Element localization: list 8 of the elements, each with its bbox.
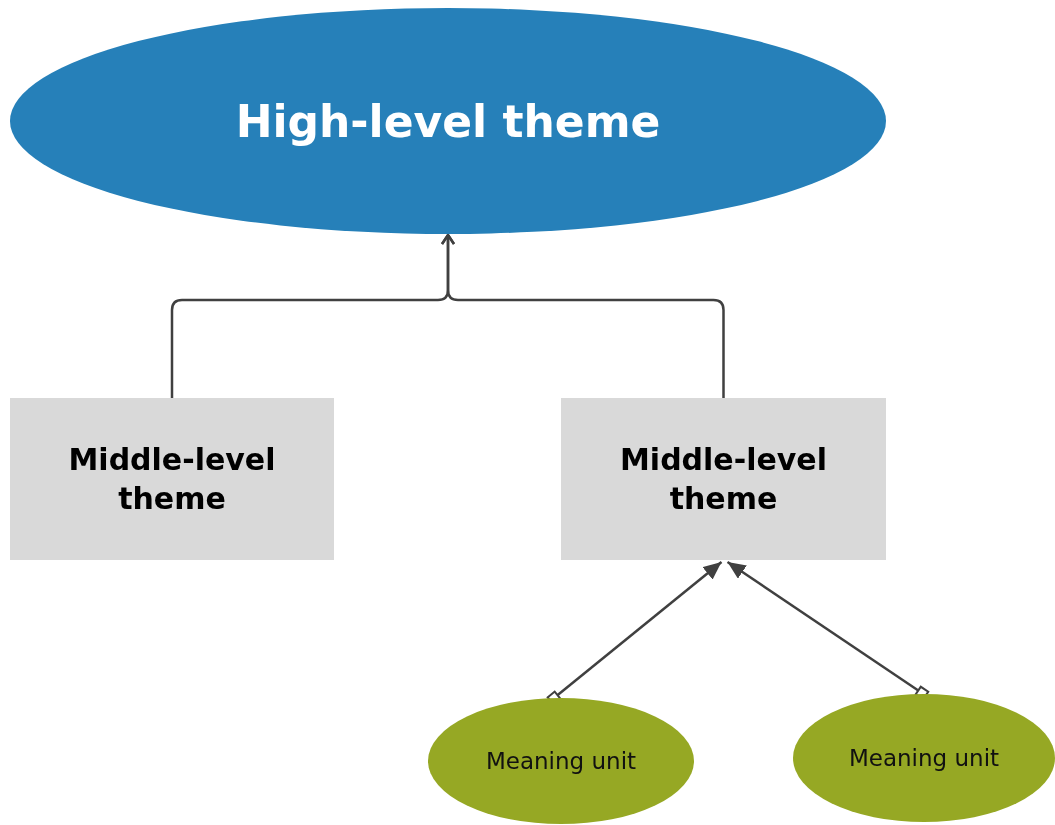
theme-box <box>10 398 334 560</box>
node-label: Middle-level theme <box>619 441 828 518</box>
arrow <box>440 233 725 398</box>
theme-box <box>561 398 886 560</box>
node-label: Middle-level theme <box>67 441 277 518</box>
node-label: Meaning unit <box>848 745 1000 771</box>
node-label: High-level theme <box>235 95 661 147</box>
node-label: Meaning unit <box>485 748 637 774</box>
